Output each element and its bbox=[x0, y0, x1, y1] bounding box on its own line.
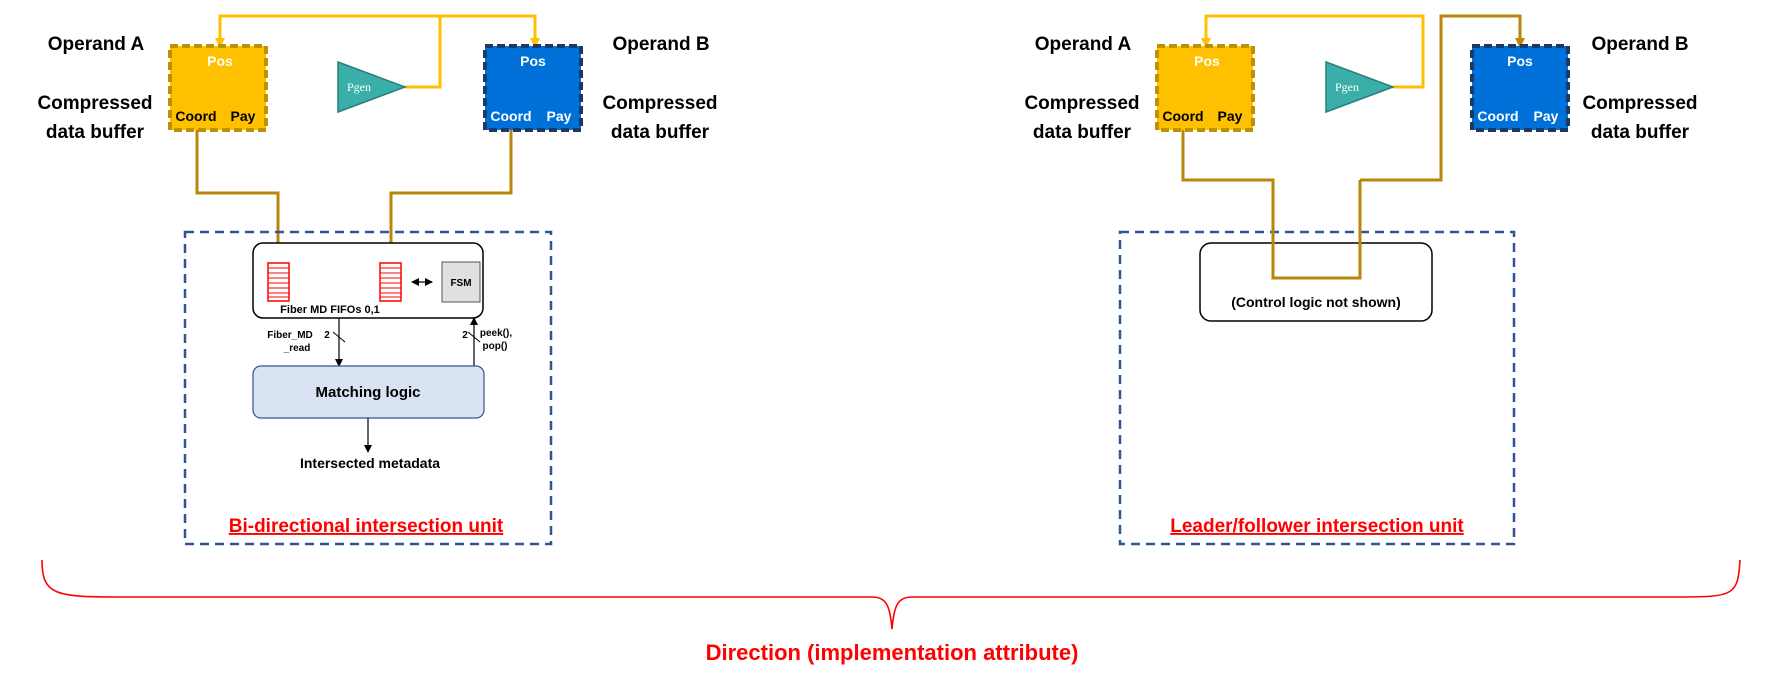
control-logic-box bbox=[1199, 242, 1433, 322]
brace-label: Direction (implementation attribute) bbox=[706, 640, 1079, 665]
coord-label: Coord bbox=[175, 108, 216, 124]
pos-label: Pos bbox=[1194, 53, 1220, 69]
coord-label: Coord bbox=[1162, 108, 1203, 124]
curly-brace bbox=[41, 559, 1741, 630]
operand-b-buffer: Pos Coord Pay bbox=[1470, 44, 1570, 132]
ctrl-signal-label: peek(), bbox=[480, 328, 512, 339]
pgen-wire bbox=[1201, 14, 1425, 89]
unit-title: Bi-directional intersection unit bbox=[229, 516, 504, 537]
operand-b-title: Operand B bbox=[1591, 34, 1688, 55]
pgen-triangle: Pgen bbox=[1325, 60, 1396, 114]
ctrl-bus-width: 2 bbox=[462, 330, 468, 341]
unit-frame bbox=[183, 230, 553, 546]
coord-label: Coord bbox=[1477, 108, 1518, 124]
bus-slash bbox=[467, 331, 481, 343]
operand-a-title: Operand A bbox=[48, 34, 145, 55]
coord-wire bbox=[195, 130, 283, 258]
fifo-container bbox=[252, 242, 484, 319]
pay-label: Pay bbox=[1534, 108, 1559, 124]
pos-label: Pos bbox=[1507, 53, 1533, 69]
fifo-0 bbox=[267, 262, 290, 302]
read-signal-label: _read bbox=[283, 343, 311, 354]
control-logic-label: (Control logic not shown) bbox=[1231, 294, 1401, 310]
pgen-label: Pgen bbox=[1335, 80, 1359, 94]
pos-label: Pos bbox=[207, 53, 233, 69]
matching-logic-label: Matching logic bbox=[316, 384, 421, 401]
buffer-label: Compressed bbox=[602, 93, 717, 114]
operand-b-title: Operand B bbox=[612, 34, 709, 55]
pos-wire bbox=[1360, 14, 1525, 182]
operand-a-buffer: Pos Coord Pay bbox=[1155, 44, 1255, 132]
coord-label: Coord bbox=[490, 108, 531, 124]
operand-a-buffer: Pos Coord Pay bbox=[168, 44, 268, 132]
coord-wire bbox=[1181, 130, 1362, 280]
buffer-label: Compressed bbox=[1582, 93, 1697, 114]
buffer-label: data buffer bbox=[1591, 122, 1690, 143]
unit-title: Leader/follower intersection unit bbox=[1170, 516, 1464, 537]
read-bus-width: 2 bbox=[324, 330, 330, 341]
pay-label: Pay bbox=[231, 108, 256, 124]
pay-label: Pay bbox=[547, 108, 572, 124]
bus-slash bbox=[332, 331, 346, 343]
fifo-1 bbox=[379, 262, 402, 302]
unit-frame bbox=[1118, 230, 1516, 546]
pos-label: Pos bbox=[520, 53, 546, 69]
pgen-wire bbox=[440, 14, 540, 48]
pay-label: Pay bbox=[1218, 108, 1243, 124]
pgen-triangle: Pgen bbox=[337, 60, 408, 114]
buffer-label: Compressed bbox=[37, 93, 152, 114]
buffer-label: data buffer bbox=[611, 122, 710, 143]
buffer-label: Compressed bbox=[1024, 93, 1139, 114]
fifo-label: Fiber MD FIFOs 0,1 bbox=[280, 304, 380, 316]
operand-a-title: Operand A bbox=[1035, 34, 1132, 55]
bidirectional-panel: Pos Coord Pay Operand A Compressed data … bbox=[37, 14, 718, 546]
buffer-label: data buffer bbox=[1033, 122, 1132, 143]
leader-follower-panel: Pos Coord Pay Operand A Compressed data … bbox=[1024, 14, 1698, 546]
coord-wire bbox=[386, 130, 513, 258]
read-signal-label: Fiber_MD bbox=[267, 330, 313, 341]
buffer-label: data buffer bbox=[46, 122, 145, 143]
pgen-label: Pgen bbox=[347, 80, 371, 94]
ctrl-signal-label: pop() bbox=[483, 341, 508, 352]
output-label: Intersected metadata bbox=[300, 455, 440, 471]
fsm-box bbox=[441, 261, 481, 303]
fsm-label: FSM bbox=[450, 278, 471, 289]
operand-b-buffer: Pos Coord Pay bbox=[483, 44, 583, 132]
